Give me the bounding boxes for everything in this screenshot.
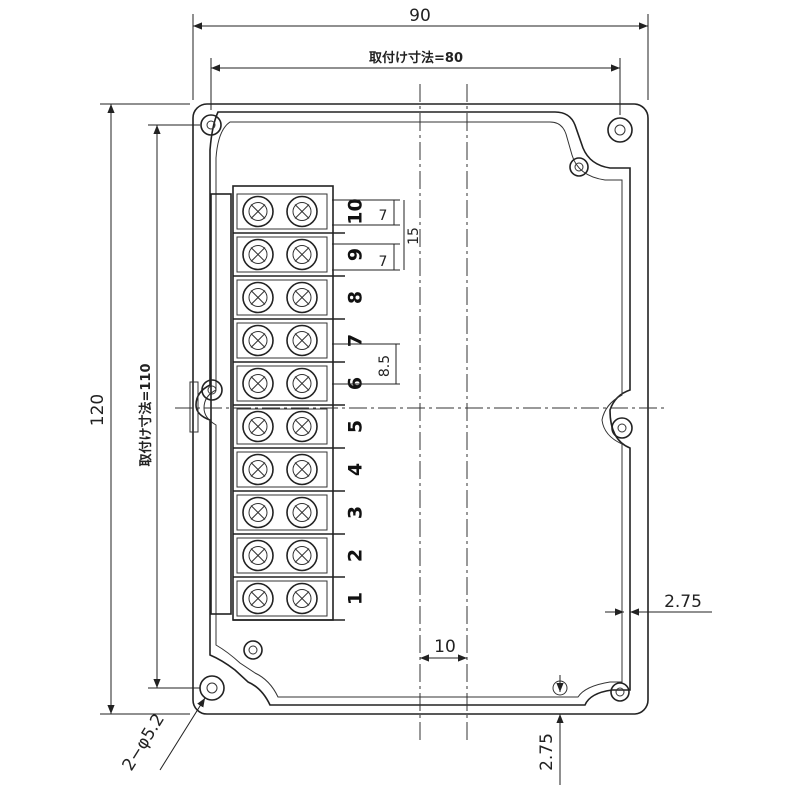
screw-icon — [242, 453, 274, 486]
terminal-number: 9 — [345, 248, 367, 261]
rail-clip — [189, 381, 199, 433]
screw-icon — [242, 195, 274, 228]
dim-terminal-pitch: 7 15 7 8.5 — [332, 199, 422, 385]
terminal-row — [233, 279, 345, 320]
terminal-row — [233, 408, 345, 449]
terminal-number: 3 — [345, 506, 367, 519]
terminal-row — [233, 580, 345, 621]
terminal-row — [233, 322, 345, 363]
dim-80-label: 取付け寸法=80 — [369, 50, 463, 66]
dim-offset-bottom: 2.75 — [537, 675, 564, 785]
dim-width-total: 90 — [192, 6, 649, 100]
screw-icon — [286, 281, 318, 314]
screw-icon — [286, 539, 318, 572]
terminal-number: 10 — [345, 198, 367, 224]
screw-icon — [286, 367, 318, 400]
terminal-number: 7 — [345, 334, 367, 347]
screw-icon — [242, 367, 274, 400]
screw-icon — [242, 281, 274, 314]
terminal-number: 4 — [345, 463, 367, 476]
mounting-holes — [199, 114, 633, 702]
dim-90-label: 90 — [409, 6, 431, 26]
center-lines — [175, 84, 665, 740]
screw-icon — [286, 496, 318, 529]
screw-icon — [242, 496, 274, 529]
dim-15-label: 15 — [406, 227, 422, 245]
screw-icon — [242, 582, 274, 615]
dim-mount-width: 取付け寸法=80 — [210, 50, 621, 115]
dim-7b-label: 7 — [379, 254, 388, 270]
dim-7a-label: 7 — [379, 208, 388, 224]
terminal-number: 1 — [345, 592, 367, 605]
terminal-row — [233, 537, 345, 578]
dim-hole-spec: 2−φ5.2 — [119, 697, 206, 774]
screw-icon — [242, 324, 274, 357]
dim-275-bottom-label: 2.75 — [537, 733, 557, 771]
dim-height-total: 120 — [88, 103, 190, 715]
enclosure-outline — [192, 103, 649, 715]
dim-110-label: 取付け寸法=110 — [138, 363, 154, 466]
screw-icon — [286, 195, 318, 228]
screw-icon — [242, 539, 274, 572]
din-rail — [210, 193, 232, 615]
screw-icon — [286, 582, 318, 615]
screw-icon — [286, 324, 318, 357]
terminal-row — [233, 193, 345, 234]
dim-275-right-label: 2.75 — [664, 592, 702, 612]
screw-icon — [242, 410, 274, 443]
dim-120-label: 120 — [88, 394, 108, 426]
terminal-number: 2 — [345, 549, 367, 562]
hole-spec-label: 2−φ5.2 — [119, 710, 170, 774]
terminal-number: 8 — [345, 291, 367, 304]
terminal-block — [232, 185, 345, 621]
screw-icon — [242, 238, 274, 271]
screw-icon — [286, 453, 318, 486]
dim-10-label: 10 — [434, 637, 456, 657]
terminal-row — [233, 236, 345, 277]
dim-gap-10: 10 — [420, 637, 467, 662]
terminal-row — [233, 451, 345, 492]
terminal-row — [233, 365, 345, 406]
screw-icon — [286, 238, 318, 271]
dim-offset-right: 2.75 — [605, 592, 712, 616]
dim-85-label: 8.5 — [377, 355, 393, 377]
terminal-number: 5 — [345, 420, 367, 433]
dim-mount-height: 取付け寸法=110 — [138, 124, 200, 689]
screw-icon — [286, 410, 318, 443]
terminal-row — [233, 494, 345, 535]
